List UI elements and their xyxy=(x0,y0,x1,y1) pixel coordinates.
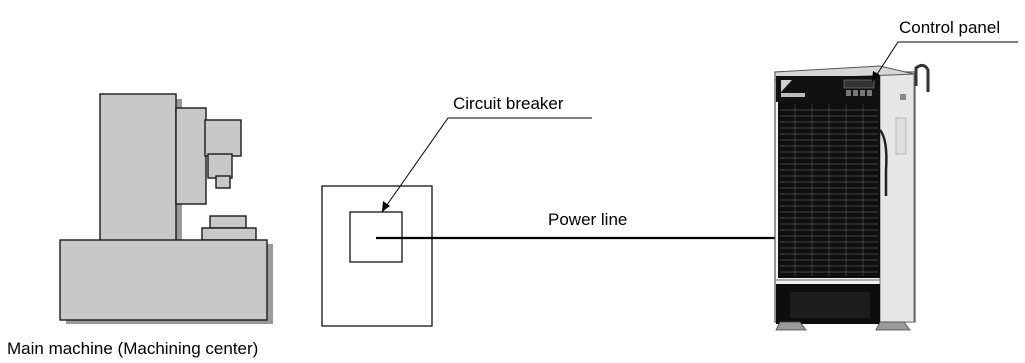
machine-column xyxy=(99,93,177,243)
circuit-breaker-leader xyxy=(381,117,592,213)
main-machine-label: Main machine (Machining center) xyxy=(7,339,258,358)
circuit-breaker-arrowhead xyxy=(382,201,390,212)
circuit-breaker-label: Circuit breaker xyxy=(453,94,564,113)
machine-spindle xyxy=(207,153,233,179)
control-panel-arrowhead xyxy=(872,71,880,82)
control-display xyxy=(843,79,875,89)
machine-workpiece xyxy=(209,215,247,229)
machine-spindle-housing xyxy=(204,119,242,157)
power-line-label: Power line xyxy=(548,210,627,229)
main-machine xyxy=(59,93,273,324)
circuit-breaker xyxy=(321,185,433,327)
machine-tool xyxy=(215,175,231,189)
machine-head xyxy=(175,107,207,205)
daikin-logo-icon xyxy=(781,80,792,92)
chiller-unit xyxy=(774,63,930,331)
machine-base xyxy=(59,239,268,321)
machine-table xyxy=(201,227,257,241)
breaker-enclosure xyxy=(321,185,433,327)
control-panel-leader xyxy=(871,41,1018,83)
control-panel-label: Control panel xyxy=(899,18,1000,37)
